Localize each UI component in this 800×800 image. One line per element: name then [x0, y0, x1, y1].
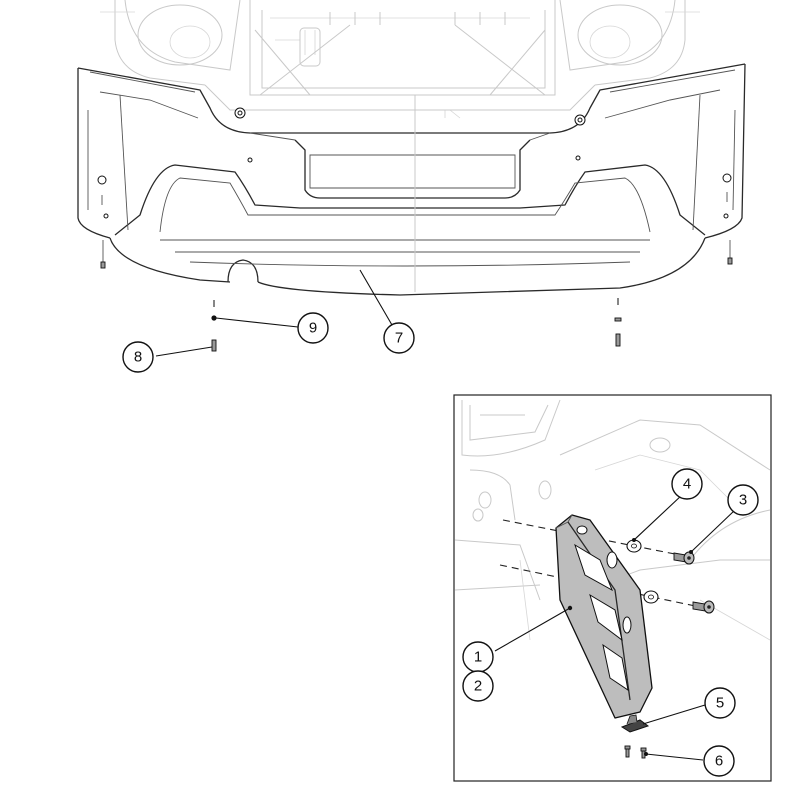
- washer-lower: [643, 590, 659, 604]
- leader-line-3: [690, 509, 736, 553]
- bumper-cover: [77, 63, 746, 296]
- bracket-detail-inset: [453, 394, 772, 782]
- callout-8-label: 8: [134, 349, 142, 366]
- bolt-upper: [673, 551, 695, 565]
- callout-7-label: 7: [395, 330, 403, 347]
- callout-3: 3: [727, 484, 759, 516]
- callout-6-label: 6: [715, 753, 723, 770]
- callout-4: 4: [671, 468, 703, 500]
- leader-line-7: [359, 269, 393, 326]
- callout-1: 1: [462, 641, 494, 673]
- callout-6: 6: [703, 745, 735, 777]
- leader-line-8: [155, 346, 213, 357]
- callout-2: 2: [462, 670, 494, 702]
- callout-9-label: 9: [309, 320, 317, 337]
- leader-line-4: [633, 494, 683, 541]
- leader-line-5: [642, 704, 706, 725]
- callout-8: 8: [122, 341, 154, 373]
- leader-line-9: [215, 317, 299, 328]
- callout-3-label: 3: [739, 492, 747, 509]
- alignment-line-upper: [502, 519, 691, 558]
- vehicle-body-ghost: [100, 0, 700, 119]
- tow-bracket: [555, 514, 653, 719]
- bumper-fasteners: [100, 240, 733, 352]
- leader-line-6: [645, 753, 704, 761]
- rear-bumper-view: [77, 0, 746, 357]
- callout-4-label: 4: [683, 476, 691, 493]
- inset-body-ghost: [454, 399, 771, 641]
- callout-1-label: 1: [474, 649, 482, 666]
- callout-7: 7: [383, 322, 415, 354]
- callout-9: 9: [297, 312, 329, 344]
- bolt-lower: [692, 600, 715, 614]
- callout-5-label: 5: [716, 695, 724, 712]
- callout-2-label: 2: [474, 678, 482, 695]
- small-screws: [624, 745, 647, 759]
- nut-plate: [620, 714, 650, 733]
- leader-line-1: [494, 607, 571, 652]
- callout-5: 5: [704, 687, 736, 719]
